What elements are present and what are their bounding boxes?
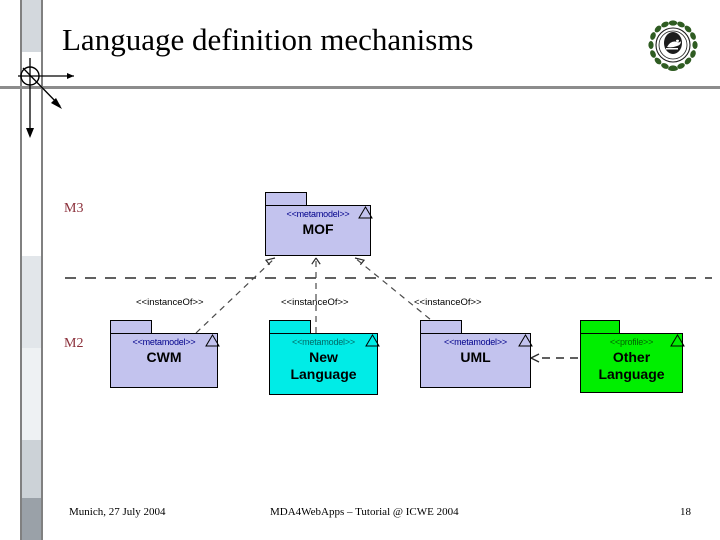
footer-location-date: Munich, 27 July 2004 (69, 506, 166, 518)
package-body: <<metamodel>> MOF (265, 205, 371, 256)
relation-label-uml-to-mof: <<instanceOf>> (414, 297, 482, 308)
package-triangle-icon (198, 334, 220, 347)
package-cwm[interactable]: <<metamodel>> CWM (110, 320, 220, 388)
package-uml[interactable]: <<metamodel>> UML (420, 320, 533, 388)
package-body: <<metamodel>> New Language (269, 333, 378, 395)
package-name: New Language (290, 349, 357, 382)
package-stereotype: <<metamodel>> (286, 209, 350, 219)
package-name: MOF (302, 221, 334, 237)
package-tab (269, 320, 311, 334)
relation-label-cwm-to-mof: <<instanceOf>> (136, 297, 204, 308)
sidebar-band-6 (22, 498, 41, 540)
page-title: Language definition mechanisms (62, 22, 474, 57)
package-triangle-icon (511, 334, 533, 347)
package-triangle-icon (351, 206, 373, 219)
package-stereotype: <<metamodel>> (444, 337, 507, 347)
package-name: Other Language (598, 349, 665, 382)
sidebar-band-4 (22, 348, 41, 440)
axis-origin-icon (12, 54, 82, 144)
sidebar-rule-right (41, 0, 43, 540)
level-label-m2: M2 (64, 336, 84, 351)
slide-footer: Munich, 27 July 2004 MDA4WebApps – Tutor… (0, 506, 720, 528)
package-new-language[interactable]: <<metamodel>> New Language (269, 320, 380, 395)
university-seal-logo (645, 18, 701, 78)
package-other-language[interactable]: <<profile>> Other Language (580, 320, 685, 393)
sidebar-band-3 (22, 256, 41, 348)
title-divider (0, 86, 720, 89)
package-name: UML (460, 349, 491, 365)
package-name: CWM (146, 349, 182, 365)
package-body: <<metamodel>> UML (420, 333, 531, 388)
footer-event-title: MDA4WebApps – Tutorial @ ICWE 2004 (270, 506, 459, 518)
sidebar-rule-left (20, 0, 22, 540)
relation-label-newlang-to-mof: <<instanceOf>> (281, 297, 349, 308)
package-body: <<profile>> Other Language (580, 333, 683, 393)
package-tab (420, 320, 462, 334)
package-body: <<metamodel>> CWM (110, 333, 218, 388)
sidebar-band-1 (22, 0, 41, 52)
sidebar-band-5 (22, 440, 41, 498)
package-tab (265, 192, 307, 206)
package-stereotype: <<metamodel>> (292, 337, 355, 347)
footer-page-number: 18 (680, 506, 691, 518)
package-triangle-icon (663, 334, 685, 347)
level-label-m3: M3 (64, 201, 84, 216)
package-stereotype: <<profile>> (609, 337, 654, 347)
package-stereotype: <<metamodel>> (132, 337, 196, 347)
package-mof[interactable]: <<metamodel>> MOF (265, 192, 373, 256)
package-triangle-icon (358, 334, 380, 347)
sidebar-band-2 (22, 52, 41, 256)
package-tab (110, 320, 152, 334)
package-tab (580, 320, 620, 334)
